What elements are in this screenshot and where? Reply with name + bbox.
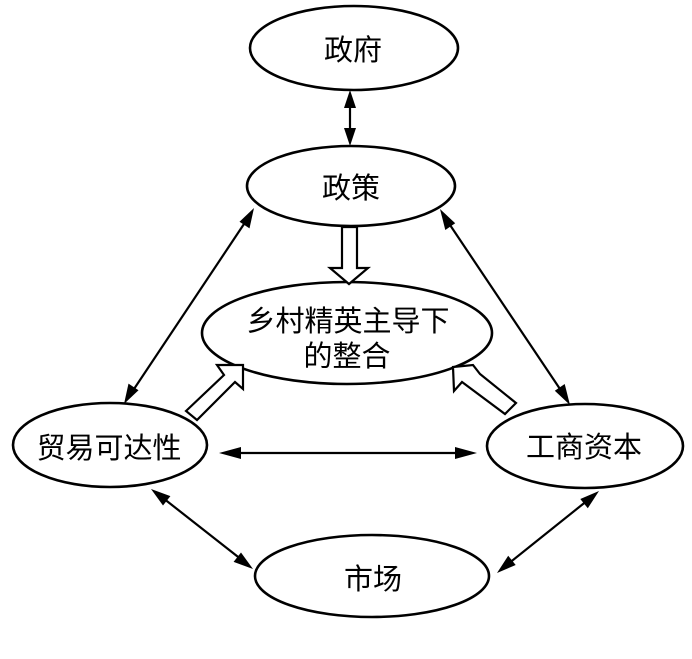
arrow-head-icon [239,208,254,229]
node-label-government: 政府 [324,33,382,67]
hollow-arrow-policy-to-integration-icon [326,225,372,286]
node-industrial-capital: 工商资本 [485,402,685,490]
node-government: 政府 [248,4,460,92]
edge-industrial-capital-market [497,491,599,573]
edge-line [131,220,247,393]
edge-line [507,499,589,565]
arrow-head-icon [497,555,516,573]
node-label-trade-accessibility: 贸易可达性 [36,431,181,465]
arrow-head-up-icon [344,90,356,108]
node-ellipse [253,533,491,619]
arrow-head-left-icon [219,447,241,459]
arrow-head-down-icon [344,128,356,146]
arrow-head-icon [151,489,171,506]
node-integration: 乡村精英主导下 的整合 [200,280,494,386]
arrow-head-icon [124,383,139,404]
edge-trade-accessibility-market [151,489,253,569]
node-ellipse [11,401,209,489]
edge-policy-trade-accessibility [124,208,254,404]
node-label-policy: 政策 [322,171,380,205]
node-ellipse [485,402,685,490]
edge-line [447,221,563,393]
edge-government-policy [344,90,356,146]
node-trade-accessibility: 贸易可达性 [11,401,209,489]
node-label-integration-line2: 的整合 [303,339,390,373]
node-label-market: 市场 [344,562,402,596]
node-label-industrial-capital: 工商资本 [526,430,642,464]
node-policy: 政策 [245,144,457,228]
arrow-head-right-icon [455,447,477,459]
node-ellipse [248,4,460,92]
edge-policy-industrial-capital [440,209,570,405]
arrow-head-icon [580,491,599,509]
node-market: 市场 [253,533,491,619]
node-label-integration-line1: 乡村精英主导下 [246,304,449,338]
edge-trade-accessibility-industrial-capital [219,447,477,459]
arrow-head-icon [233,552,253,569]
edge-line [162,497,243,561]
hollow-arrow-capital-to-integration-icon [451,363,518,416]
arrow-head-icon [440,209,456,230]
hollow-arrow-trade-to-integration-icon [184,363,245,422]
arrow-head-icon [554,384,570,405]
